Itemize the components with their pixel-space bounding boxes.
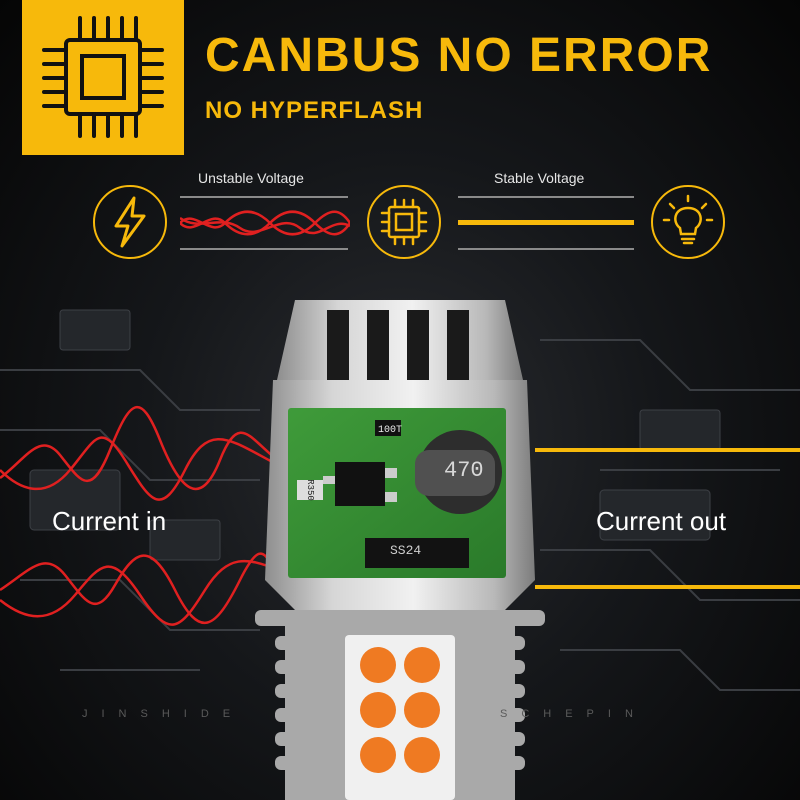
resistor-marking: R350 [304,479,315,501]
divider-line [458,196,634,198]
inductor-marking: 470 [444,458,484,483]
watermark-right: SCHEPIN [500,708,647,720]
current-in-wave [0,406,280,626]
bulb-icon [651,185,725,259]
subheadline: NO HYPERFLASH [205,97,424,124]
divider-line [458,248,634,250]
divider-line [180,248,348,250]
chip-icon [42,16,164,138]
current-in-label: Current in [52,506,167,536]
current-out-label: Current out [596,506,727,536]
chip-badge [22,0,184,155]
stable-voltage-line [458,220,634,225]
headline: CANBUS NO ERROR [205,29,713,82]
current-out-line [535,585,800,589]
lightning-icon [93,185,167,259]
chip-icon [367,185,441,259]
unstable-voltage-wave [180,210,350,236]
unstable-voltage-label: Unstable Voltage [198,170,304,186]
divider-line [180,196,348,198]
diode-marking: SS24 [390,543,422,558]
led-bulb [255,300,545,800]
stable-voltage-label: Stable Voltage [494,170,585,186]
watermark-left: JINSHIDE [82,708,245,720]
current-out-line [535,448,800,452]
resistor-marking: 100T [378,425,403,436]
